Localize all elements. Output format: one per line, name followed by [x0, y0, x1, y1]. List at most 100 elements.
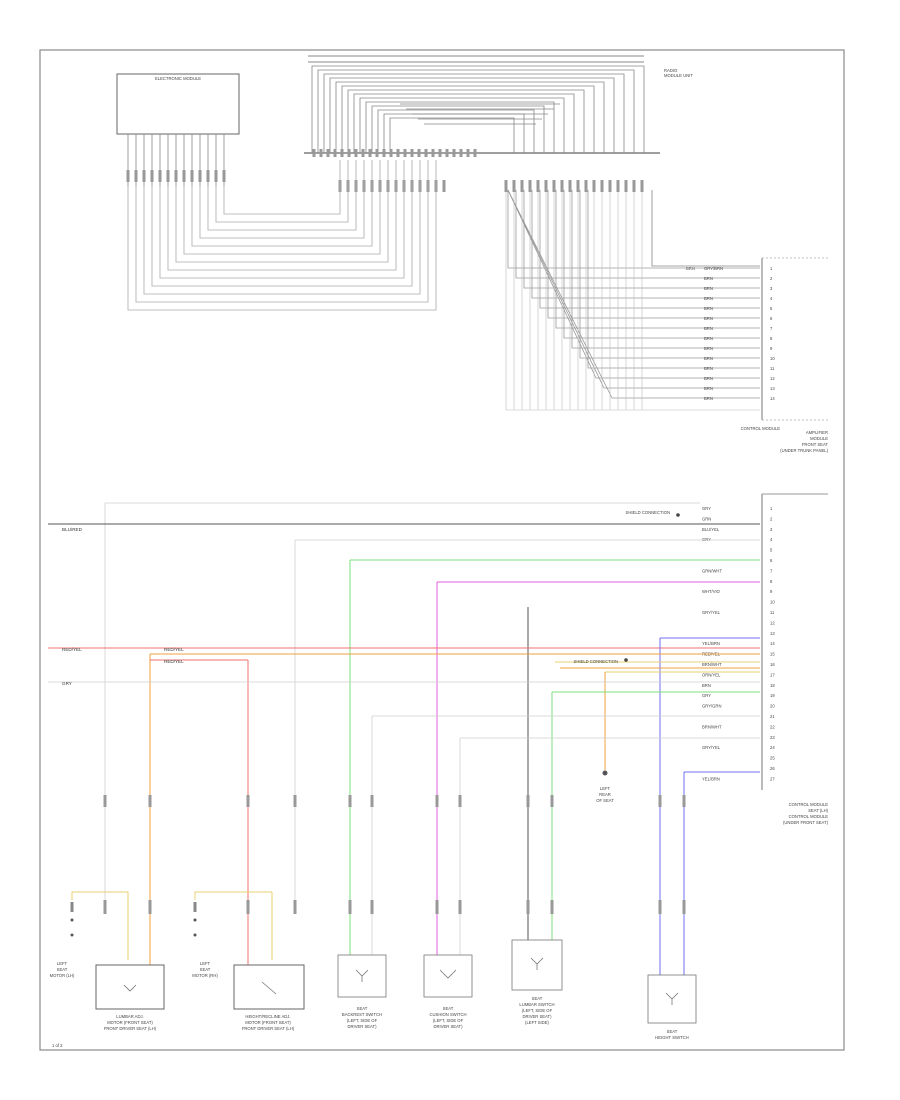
motor-terminal: [70, 933, 74, 937]
wire-tag-upper: [435, 795, 439, 807]
svg-text:MOTOR (RH): MOTOR (RH): [192, 973, 218, 978]
radio-socket-tag-right: [520, 180, 524, 192]
lower-connector-wire-color: GRY: [702, 693, 711, 698]
upper-connector-wire: [515, 190, 760, 279]
lower-connector-pin: 10: [770, 600, 775, 605]
radio-internal-trace: [323, 73, 625, 153]
lower-connector-wire-color: GRN/WHT: [702, 568, 722, 573]
upper-wire-color: BRN: [704, 286, 713, 291]
upper-connector-wire: [531, 190, 760, 299]
wire-tag-lower: [550, 900, 554, 914]
radio-pin: [403, 149, 407, 157]
svg-text:REAR: REAR: [599, 792, 611, 797]
bundle-wire: [127, 160, 437, 311]
upper-connector-wire: [507, 189, 760, 389]
wire-tag-lower: [103, 900, 107, 914]
top-left-module: ELECTRONIC MODULE: [116, 73, 240, 135]
upper-connector-wire: [507, 190, 760, 269]
wire-tag-upper: [550, 795, 554, 807]
radio-socket-tag-right: [632, 180, 636, 192]
wire-tag-lower: [148, 900, 152, 914]
lower-connector-pin: 24: [770, 745, 775, 750]
module-pin-tag: [190, 170, 194, 182]
svg-text:SEAT: SEAT: [532, 996, 543, 1001]
orange-wire-label-1: RED/YEL: [164, 647, 184, 652]
shield-connection-1-label: SHIELD CONNECTION: [626, 510, 670, 515]
radio-socket-tag-right: [512, 180, 516, 192]
upper-header-label: BRN: [686, 266, 695, 271]
module-pin-tag: [174, 170, 178, 182]
radio-internal-trace: [389, 117, 515, 153]
radio-socket-tag-right: [552, 180, 556, 192]
radio-socket-tag-right: [544, 180, 548, 192]
upper-wire-pin: 12: [770, 376, 775, 381]
wire-tag-upper: [526, 795, 530, 807]
radio-socket-tag-right: [624, 180, 628, 192]
upper-wire-color: BRN: [704, 376, 713, 381]
radio-internal-trace: [365, 101, 555, 153]
upper-connector-wire: [563, 190, 760, 339]
svg-text:CONTROL MODULE: CONTROL MODULE: [789, 814, 829, 819]
upper-wire-pin: 2: [770, 276, 773, 281]
diagram-frame: [39, 49, 845, 1051]
module-pin-tag: [142, 170, 146, 182]
upper-wire-pin: 4: [770, 296, 773, 301]
svg-text:FRONT DRIVER SEAT (LH): FRONT DRIVER SEAT (LH): [104, 1026, 157, 1031]
svg-text:MOTOR (FRONT SEAT): MOTOR (FRONT SEAT): [107, 1020, 153, 1025]
svg-text:SEAT: SEAT: [667, 1029, 678, 1034]
svg-text:FRONT SEAT: FRONT SEAT: [802, 442, 829, 447]
upper-wire-pin: 1: [770, 266, 773, 271]
upper-header-wire: [651, 190, 760, 267]
radio-socket-tag-right: [600, 180, 604, 192]
radio-internal-trace: [353, 93, 575, 153]
svg-text:SEAT (LH): SEAT (LH): [808, 808, 828, 813]
upper-wire-color: BRN: [704, 346, 713, 351]
wire-tag-lower: [458, 900, 462, 914]
lower-connector-wire-color: GRY: [702, 506, 711, 511]
lower-connector-caption: CONTROL MODULE SEAT (LH) CONTROL MODULE …: [783, 802, 829, 825]
svg-text:HEIGHT SWITCH: HEIGHT SWITCH: [655, 1035, 688, 1040]
radio-socket-tag: [442, 180, 446, 192]
wire-tag-upper: [293, 795, 297, 807]
bundle-wire: [151, 160, 413, 287]
svg-text:AMPLIFIER: AMPLIFIER: [806, 430, 828, 435]
wire-connector-ticks: [70, 795, 686, 937]
radio-socket-tag-right: [536, 180, 540, 192]
height-recline-motor: LEFT SEAT MOTOR (RH) HEIGHT/RECLINE ADJ.…: [192, 961, 305, 1031]
lower-connector-pin: 19: [770, 693, 775, 698]
lower-connector-pin: 20: [770, 704, 775, 709]
radio-internal-trace: [317, 69, 635, 153]
upper-connector-wire: [571, 190, 760, 349]
wire-tag-upper: [246, 795, 250, 807]
bundle-wire: [143, 160, 421, 295]
module-pin-tag: [166, 170, 170, 182]
upper-connector-caption: AMPLIFIER MODULE FRONT SEAT (UNDER TRUNK…: [780, 430, 828, 453]
lower-connector-pin: 3: [770, 527, 773, 532]
lower-connector-pin: 27: [770, 776, 775, 781]
wire-tag-lower: [293, 900, 297, 914]
page-number: 1 of 2: [52, 1043, 63, 1048]
lower-connector-wire-color: BLU/YEL: [702, 527, 720, 532]
upper-wire-pin: 14: [770, 396, 775, 401]
module-pin-tag: [182, 170, 186, 182]
svg-text:SEAT: SEAT: [443, 1006, 454, 1011]
upper-wire-color: BRN: [704, 366, 713, 371]
radio-module-title: RADIO: [664, 68, 678, 73]
bundle-wire: [215, 160, 349, 223]
upper-wire-pin: 13: [770, 386, 775, 391]
radio-socket-tag-right: [608, 180, 612, 192]
svg-text:(LEFT SIDE): (LEFT SIDE): [525, 1020, 549, 1025]
bundle-wire: [167, 160, 397, 271]
lower-connector-pin: 17: [770, 672, 775, 677]
upper-wire-color: BRN: [704, 276, 713, 281]
radio-socket-tag-right: [592, 180, 596, 192]
bundle-wire: [207, 160, 357, 231]
upper-connector-wire: [555, 190, 760, 329]
radio-pin: [319, 149, 323, 157]
upper-connector-wire: [507, 189, 760, 379]
radio-internal-trace: [371, 105, 545, 153]
radio-socket-tag-right: [576, 180, 580, 192]
radio-pin: [417, 149, 421, 157]
lower-connector-pin: 16: [770, 662, 775, 667]
